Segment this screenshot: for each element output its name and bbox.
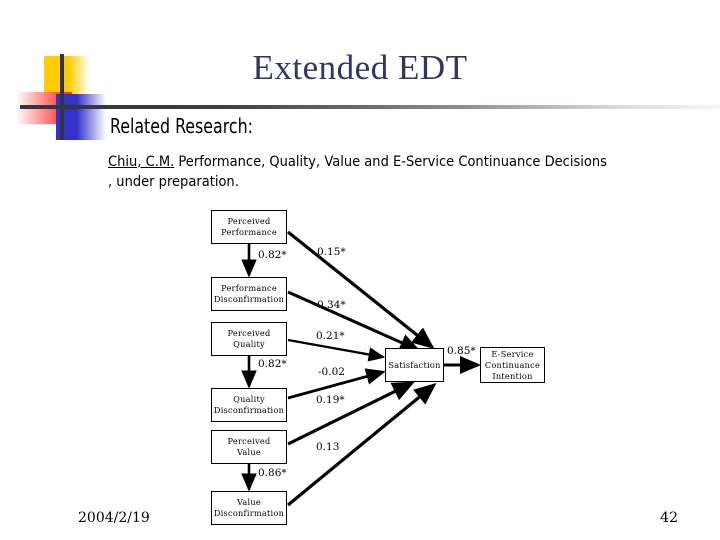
path-coefficient-perceived-quality-to-quality-disconfirmation: 0.82*: [258, 358, 287, 370]
footer-date: 2004/2/19: [78, 510, 150, 526]
path-coefficient-value-disconfirmation-to-satisfaction: 0.13: [316, 441, 340, 453]
section-heading: Related Research:: [110, 114, 253, 138]
path-coefficient-perceived-value-to-satisfaction: 0.19*: [316, 394, 345, 406]
node-label-line: Perceived: [227, 328, 271, 338]
node-label-line: Value: [236, 497, 262, 507]
node-label-line: Continuance: [484, 359, 541, 370]
node-label-line: Disconfirmation: [213, 508, 285, 518]
footer-page-number: 42: [660, 510, 678, 526]
path-coefficient-quality-disconfirmation-to-satisfaction: -0.02: [318, 366, 345, 378]
citation-body: Performance, Quality, Value and E-Servic…: [108, 154, 607, 190]
node-label-line: Value: [236, 447, 262, 457]
node-label-line: Perceived: [227, 436, 271, 446]
path-coefficient-perceived-value-to-value-disconfirmation: 0.86*: [258, 467, 287, 479]
node-label-line: Perceived: [227, 216, 271, 226]
node-label-line: Quality: [233, 394, 265, 404]
path-coefficient-satisfaction-to-e-service-continuance: 0.85*: [447, 345, 476, 357]
logo-vertical-rule: [60, 54, 64, 140]
logo-blue-square: [56, 94, 106, 140]
citation-text: Chiu, C.M. Performance, Quality, Value a…: [108, 152, 612, 192]
path-coefficient-perceived-performance-to-satisfaction: 0.15*: [317, 246, 346, 258]
path-coefficient-performance-disconfirmation-to-satisfaction: 0.34*: [317, 299, 346, 311]
page-title: Extended EDT: [252, 48, 468, 87]
node-label-line: Satisfaction: [388, 359, 441, 370]
node-label-line: Quality: [233, 339, 265, 349]
header-horizontal-rule: [20, 105, 720, 109]
node-label-line: Performance: [221, 283, 277, 293]
citation-author: Chiu, C.M.: [108, 154, 175, 170]
logo-yellow-square: [44, 56, 90, 98]
node-satisfaction: Satisfaction: [385, 348, 444, 382]
path-coefficient-perceived-performance-to-performance-disconfirmation: 0.82*: [258, 249, 287, 261]
node-label-line: Performance: [221, 227, 277, 237]
path-coefficient-perceived-quality-to-satisfaction: 0.21*: [316, 330, 345, 342]
node-label-line: Disconfirmation: [213, 294, 285, 304]
node-label-line: Intention: [492, 370, 533, 381]
node-label-line: Disconfirmation: [213, 405, 285, 415]
node-label-line: E-Service: [491, 348, 534, 359]
